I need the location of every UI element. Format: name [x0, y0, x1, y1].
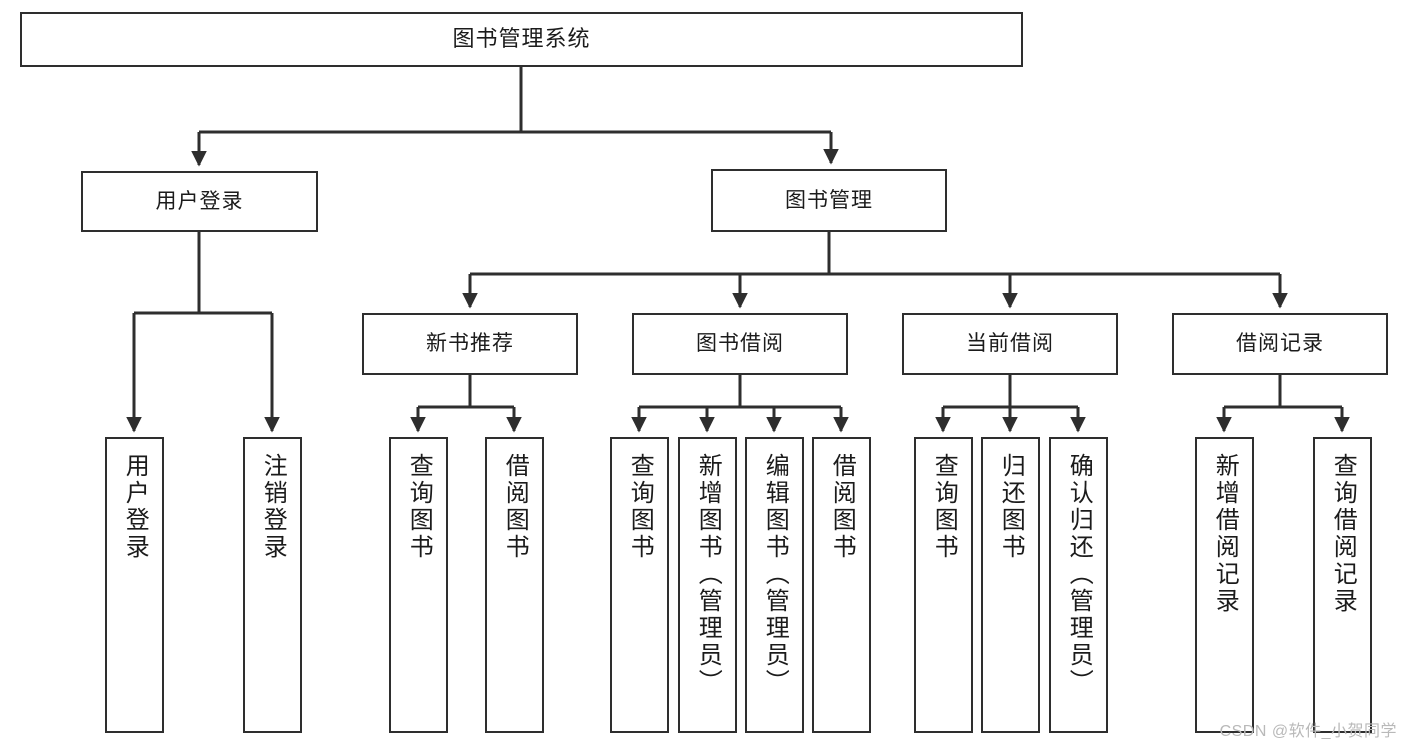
node-label: 当前借阅 [966, 332, 1054, 356]
watermark-text: CSDN @软件_小贺同学 [1219, 723, 1397, 740]
node-label: 用户登录 [155, 189, 244, 213]
leaf-book-borrow-edit-book-admin[interactable]: 编辑图书（管理员） [745, 437, 804, 733]
leaf-book-borrow-add-book-admin[interactable]: 新增图书（管理员） [678, 437, 737, 733]
node-borrow-record[interactable]: 借阅记录 [1172, 313, 1388, 375]
leaf-new-book-borrow-book[interactable]: 借阅图书 [485, 437, 544, 733]
leaf-current-borrow-return-book[interactable]: 归还图书 [981, 437, 1040, 733]
node-label: 查询图书 [405, 453, 433, 561]
node-book-management[interactable]: 图书管理 [711, 169, 947, 232]
node-label: 查询图书 [930, 453, 958, 561]
leaf-user-login-login[interactable]: 用户登录 [105, 437, 164, 733]
leaf-current-borrow-query-book[interactable]: 查询图书 [914, 437, 973, 733]
node-label: 新增图书（管理员） [694, 453, 722, 696]
node-label: 编辑图书（管理员） [761, 453, 789, 696]
leaf-user-login-logout[interactable]: 注销登录 [243, 437, 302, 733]
node-label: 查询借阅记录 [1329, 453, 1357, 615]
leaf-current-borrow-confirm-return-admin[interactable]: 确认归还（管理员） [1049, 437, 1108, 733]
leaf-book-borrow-borrow-book[interactable]: 借阅图书 [812, 437, 871, 733]
node-label: 图书借阅 [696, 332, 784, 356]
node-user-login[interactable]: 用户登录 [81, 171, 318, 232]
node-label: 图书管理 [785, 188, 873, 212]
leaf-borrow-record-query-record[interactable]: 查询借阅记录 [1313, 437, 1372, 733]
node-label: 用户登录 [121, 453, 149, 561]
node-new-book-recommend[interactable]: 新书推荐 [362, 313, 578, 375]
node-label: 新增借阅记录 [1211, 453, 1239, 615]
node-label: 归还图书 [997, 453, 1025, 561]
node-label: 图书管理系统 [452, 26, 591, 52]
node-label: 新书推荐 [426, 332, 514, 356]
leaf-new-book-query-book[interactable]: 查询图书 [389, 437, 448, 733]
node-label: 注销登录 [259, 453, 287, 561]
node-book-borrow[interactable]: 图书借阅 [632, 313, 848, 375]
node-label: 查询图书 [626, 453, 654, 561]
node-current-borrow[interactable]: 当前借阅 [902, 313, 1118, 375]
node-label: 借阅图书 [828, 453, 856, 561]
node-label: 借阅记录 [1236, 332, 1324, 356]
node-root-book-management-system[interactable]: 图书管理系统 [20, 12, 1023, 67]
leaf-borrow-record-add-record[interactable]: 新增借阅记录 [1195, 437, 1254, 733]
node-label: 借阅图书 [501, 453, 529, 561]
node-label: 确认归还（管理员） [1065, 453, 1093, 696]
leaf-book-borrow-query-book[interactable]: 查询图书 [610, 437, 669, 733]
